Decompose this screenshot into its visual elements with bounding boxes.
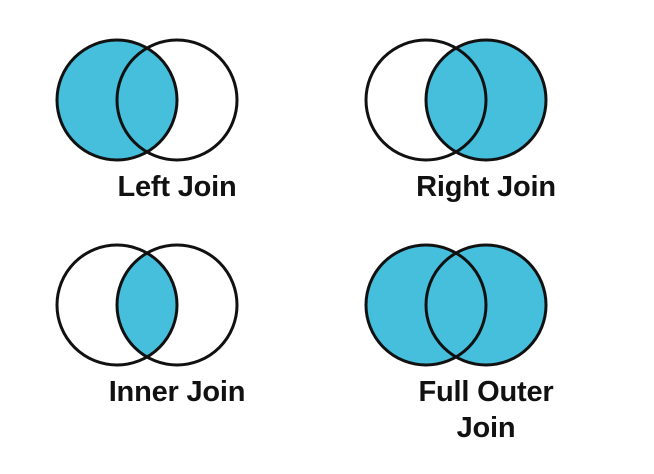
- venn-panel-inner-join: Inner Join: [27, 235, 327, 465]
- venn-circle-right-outline: [424, 38, 548, 162]
- venn-circle-left-outline: [55, 243, 179, 367]
- venn-panel-right-join: Right Join: [336, 30, 636, 260]
- venn-circle-right-outline: [115, 243, 239, 367]
- venn-caption-left-join: Left Join: [117, 171, 237, 203]
- venn-figure-full-outer-join: [364, 243, 548, 367]
- venn-caption-full-outer-join: Full Outer Join: [418, 376, 554, 444]
- venn-caption-inner-join: Inner Join: [108, 376, 246, 408]
- venn-region-intersection: [117, 40, 177, 160]
- venn-region-intersection: [426, 40, 486, 160]
- venn-circle-right-outline: [424, 243, 548, 367]
- venn-caption-right-join: Right Join: [416, 171, 556, 203]
- venn-region-intersection: [117, 245, 177, 365]
- venn-panel-full-outer-join: Full Outer Join: [336, 235, 636, 465]
- venn-panel-left-join: Left Join: [27, 30, 327, 260]
- venn-circle-left-outline: [364, 38, 488, 162]
- venn-circle-right-outline: [115, 38, 239, 162]
- venn-circle-left-outline: [364, 243, 488, 367]
- venn-figure-left-join: [55, 38, 239, 162]
- venn-figure-inner-join: [55, 243, 239, 367]
- venn-circle-left-outline: [55, 38, 179, 162]
- venn-figure-right-join: [364, 38, 548, 162]
